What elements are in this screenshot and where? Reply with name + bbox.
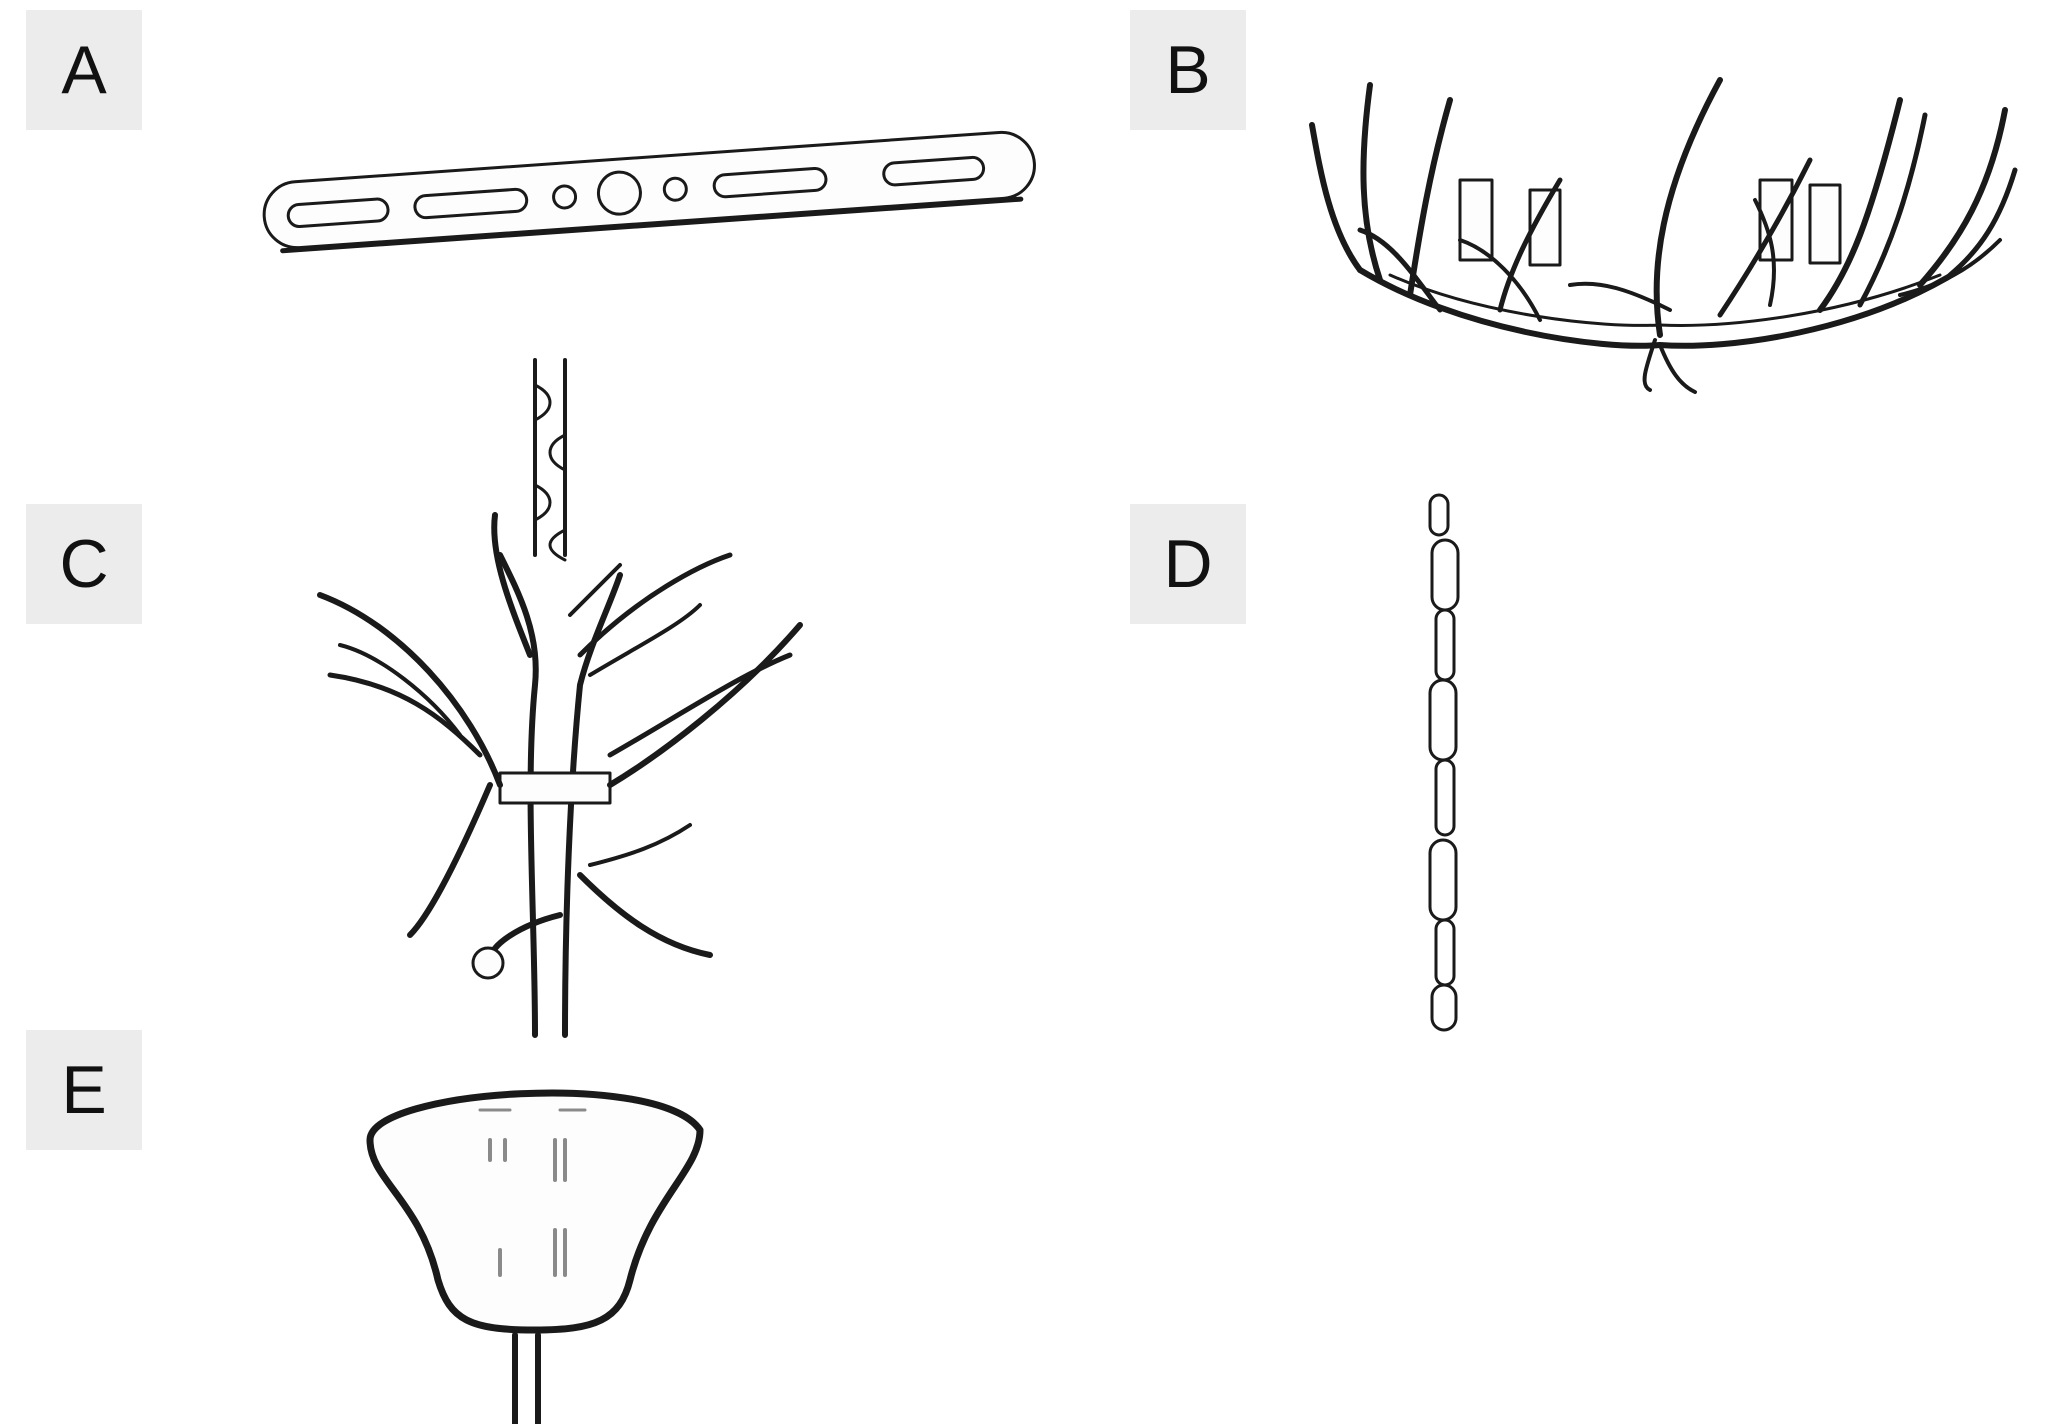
part-label-c: C — [26, 504, 142, 624]
part-label-b-text: B — [1165, 31, 1210, 109]
part-label-a-text: A — [61, 31, 106, 109]
part-label-e-text: E — [61, 1051, 106, 1129]
antler-chandelier-body-icon — [1300, 70, 2020, 410]
mounting-strap-icon — [260, 125, 1040, 275]
antler-cluster-with-chain-icon — [320, 355, 840, 1035]
part-label-e: E — [26, 1030, 142, 1150]
part-label-b: B — [1130, 10, 1246, 130]
part-label-d: D — [1130, 504, 1246, 624]
canopy-icon — [360, 1080, 710, 1424]
part-label-a: A — [26, 10, 142, 130]
chain-icon — [1418, 495, 1478, 1030]
part-label-d-text: D — [1163, 525, 1212, 603]
part-label-c-text: C — [59, 525, 108, 603]
